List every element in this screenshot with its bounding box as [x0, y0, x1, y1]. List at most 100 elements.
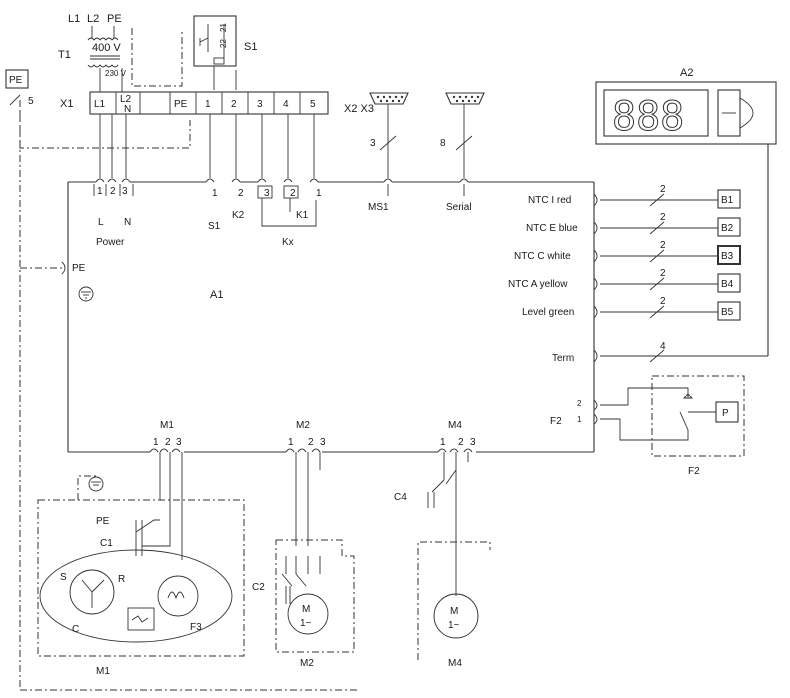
m2-m-label: M — [302, 604, 310, 615]
m2-pin-3: 3 — [320, 437, 326, 448]
m2-connector: M2 1 2 3 — [285, 420, 326, 546]
x1-to-board-wires — [99, 114, 315, 178]
motor-m2: C2 M 1~ M2 — [252, 539, 355, 669]
input-label-k2: K2 — [232, 210, 245, 221]
m1-pin-1: 1 — [153, 437, 159, 448]
s1-contact-21: 21 — [219, 23, 228, 32]
x1-cell-n: N — [124, 104, 131, 115]
m4-c4-label: C4 — [394, 492, 407, 503]
sensor-b3-wires: 2 — [660, 240, 666, 251]
sensor-b4-wires: 2 — [660, 268, 666, 279]
comm-ports: MS1 Serial — [368, 178, 472, 213]
m4-m-label: M — [450, 606, 458, 617]
switch-s1: 22 21 S1 — [193, 15, 257, 90]
sensor-b2-id: B2 — [721, 223, 734, 234]
m1-connector: M1 1 2 3 — [149, 420, 183, 506]
input-connectors: 1 2 3 2 1 S1 K2 K1 Kx — [205, 178, 322, 248]
ms1-label: MS1 — [368, 202, 389, 213]
sensor-b3-id: B3 — [721, 251, 734, 262]
pe-tag-label: PE — [9, 75, 23, 86]
terminal-strip-x1: X1 L1 L2 N PE 1 2 3 4 5 — [60, 91, 329, 115]
serial-label: Serial — [446, 202, 472, 213]
input-label-k1: K1 — [296, 210, 309, 221]
pe-tag: PE 5 — [5, 69, 34, 107]
m4-connector: M4 1 2 3 — [437, 420, 476, 596]
m4-phase: 1~ — [448, 620, 460, 631]
input-label-kx: Kx — [282, 237, 294, 248]
term-wires: 4 — [660, 341, 666, 352]
power-pin-2: 2 — [110, 186, 116, 197]
transformer-t1: T1 400 V 230 V — [58, 37, 127, 98]
supply-pe-boundary — [131, 28, 183, 87]
m1-pin-2: 2 — [165, 437, 171, 448]
x1-label: X1 — [60, 98, 73, 110]
input-pin-k2: 2 — [238, 188, 244, 199]
ms1-wire-count: 3 — [370, 138, 376, 149]
pe-tag-wire: 5 — [28, 96, 34, 107]
x1-cell-5: 5 — [310, 99, 316, 110]
sensor-b4-label: NTC A yellow — [508, 279, 568, 290]
f2-board-label: F2 — [550, 416, 562, 427]
supply-l1: L1 — [68, 13, 80, 25]
m2-label: M2 — [300, 658, 314, 669]
f2-p-label: P — [722, 408, 729, 419]
board-pe-label: PE — [72, 263, 86, 274]
sensor-b5-id: B5 — [721, 307, 734, 318]
transformer-primary: 400 V — [92, 42, 121, 54]
input-pin-k1-1: 1 — [316, 188, 322, 199]
power-pin-3: 3 — [122, 186, 128, 197]
m1-pe-label: PE — [96, 516, 110, 527]
power-label-n: N — [124, 217, 131, 228]
sensor-rows: NTC I red 2 B1 NTC E blue 2 B2 NTC C whi… — [508, 184, 741, 364]
x1-cell-1: 1 — [205, 99, 211, 110]
m4-pin-3: 3 — [470, 437, 476, 448]
m1-f3-label: F3 — [190, 622, 202, 633]
sensor-b5-label: Level green — [522, 307, 574, 318]
f2-pin-2: 2 — [577, 399, 582, 408]
m1-r-label: R — [118, 574, 125, 585]
m1-c-label: C — [72, 624, 79, 635]
s1-label: S1 — [244, 41, 257, 53]
display-a2: A2 888 — [595, 67, 777, 357]
motor-m1: PE C1 S R C F3 M1 — [37, 475, 245, 677]
m4-pin-1: 1 — [440, 437, 446, 448]
a2-digits: 888 — [612, 94, 684, 140]
a1-label: A1 — [210, 289, 223, 301]
m2-board-label: M2 — [296, 420, 310, 431]
m2-c2-label: C2 — [252, 582, 265, 593]
power-label-l: L — [98, 217, 104, 228]
pressure-switch-f2: F2 2 1 P F2 — [550, 375, 745, 477]
term-label: Term — [552, 353, 574, 364]
motor-m4: C4 M 1~ M4 — [394, 469, 491, 669]
f2-pin-1: 1 — [577, 415, 582, 424]
m2-phase: 1~ — [300, 618, 312, 629]
input-pin-s1: 1 — [212, 188, 218, 199]
x1-cell-pe: PE — [174, 99, 188, 110]
a2-label: A2 — [680, 67, 693, 79]
m1-board-label: M1 — [160, 420, 174, 431]
m1-s-label: S — [60, 572, 67, 583]
f2-label: F2 — [688, 466, 700, 477]
m1-pin-3: 3 — [176, 437, 182, 448]
serial-wire-count: 8 — [440, 138, 446, 149]
sensor-b1-label: NTC I red — [528, 195, 571, 206]
x1-cell-3: 3 — [257, 99, 263, 110]
connector-serial: 8 — [440, 92, 485, 178]
sensor-b2-label: NTC E blue — [526, 223, 578, 234]
sensor-b3-label: NTC C white — [514, 251, 571, 262]
sensor-b2-wires: 2 — [660, 212, 666, 223]
x2-x3-label: X2 X3 — [344, 103, 374, 115]
x1-cell-2: 2 — [231, 99, 237, 110]
sensor-b1-wires: 2 — [660, 184, 666, 195]
sensor-b4-id: B4 — [721, 279, 734, 290]
input-label-s1: S1 — [208, 221, 221, 232]
connector-x2-x3: X2 X3 3 — [344, 92, 409, 178]
transformer-label: T1 — [58, 49, 71, 61]
m2-pin-1: 1 — [288, 437, 294, 448]
sensor-b1-id: B1 — [721, 195, 734, 206]
power-caption: Power — [96, 237, 125, 248]
supply-pe: PE — [107, 13, 122, 25]
board-a1: A1 — [67, 181, 595, 453]
m4-board-label: M4 — [448, 420, 462, 431]
